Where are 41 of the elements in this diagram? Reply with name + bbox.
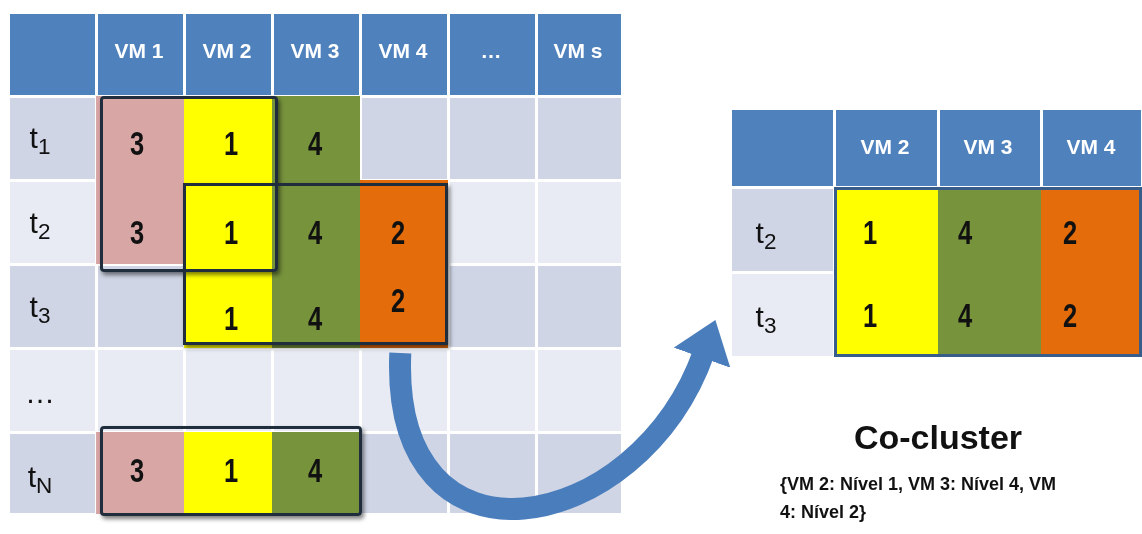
co-cluster-title: Co-cluster [853, 416, 1023, 458]
column-header: VM 4 [1066, 134, 1116, 161]
column-header: VM 1 [114, 38, 164, 65]
co-cluster-outline [183, 183, 448, 345]
cell-value: 4 [307, 449, 323, 491]
cell-value: 2 [390, 279, 406, 321]
cell-value: 1 [223, 122, 239, 164]
row-label: t$_{2}$ [755, 214, 777, 255]
row-label: t$_{1}$ [29, 119, 51, 160]
cell-value: 2 [1062, 294, 1078, 336]
cell-value: 3 [129, 211, 145, 253]
curved-arrow [389, 321, 729, 520]
cell-value: 1 [223, 449, 239, 491]
column-header: VM 3 [963, 134, 1013, 161]
row-label: t$_{3}$ [755, 298, 777, 339]
cell-value: 4 [957, 211, 973, 253]
column-header: VM 2 [202, 38, 252, 65]
cell-value: 1 [862, 211, 878, 253]
co-cluster-table [730, 108, 1142, 358]
row-label: t$_{2}$ [29, 204, 51, 245]
cell-value: 1 [223, 297, 239, 339]
cell-value: 1 [223, 211, 239, 253]
column-header: … [480, 38, 502, 65]
cell-value: 4 [307, 211, 323, 253]
co-cluster-description: {VM 2: Nível 1, VM 3: Nível 4, VM 4: Nível 2} [780, 473, 1058, 524]
data-table [8, 12, 622, 514]
cell-value: 4 [307, 122, 323, 164]
cell-value: 4 [307, 297, 323, 339]
row-label: t$_{3}$ [29, 288, 51, 329]
cell-value: 3 [129, 122, 145, 164]
cell-value: 4 [957, 294, 973, 336]
column-header: VM 2 [860, 134, 910, 161]
row-label: t$_{N}$ [27, 458, 53, 499]
cell-value: 2 [390, 211, 406, 253]
cell-value: 1 [862, 294, 878, 336]
cell-value: 3 [129, 449, 145, 491]
column-header: VM s [553, 38, 603, 65]
column-header: VM 4 [378, 38, 428, 65]
cell-value: 2 [1062, 211, 1078, 253]
column-header: VM 3 [290, 38, 340, 65]
row-label: … [25, 374, 55, 411]
